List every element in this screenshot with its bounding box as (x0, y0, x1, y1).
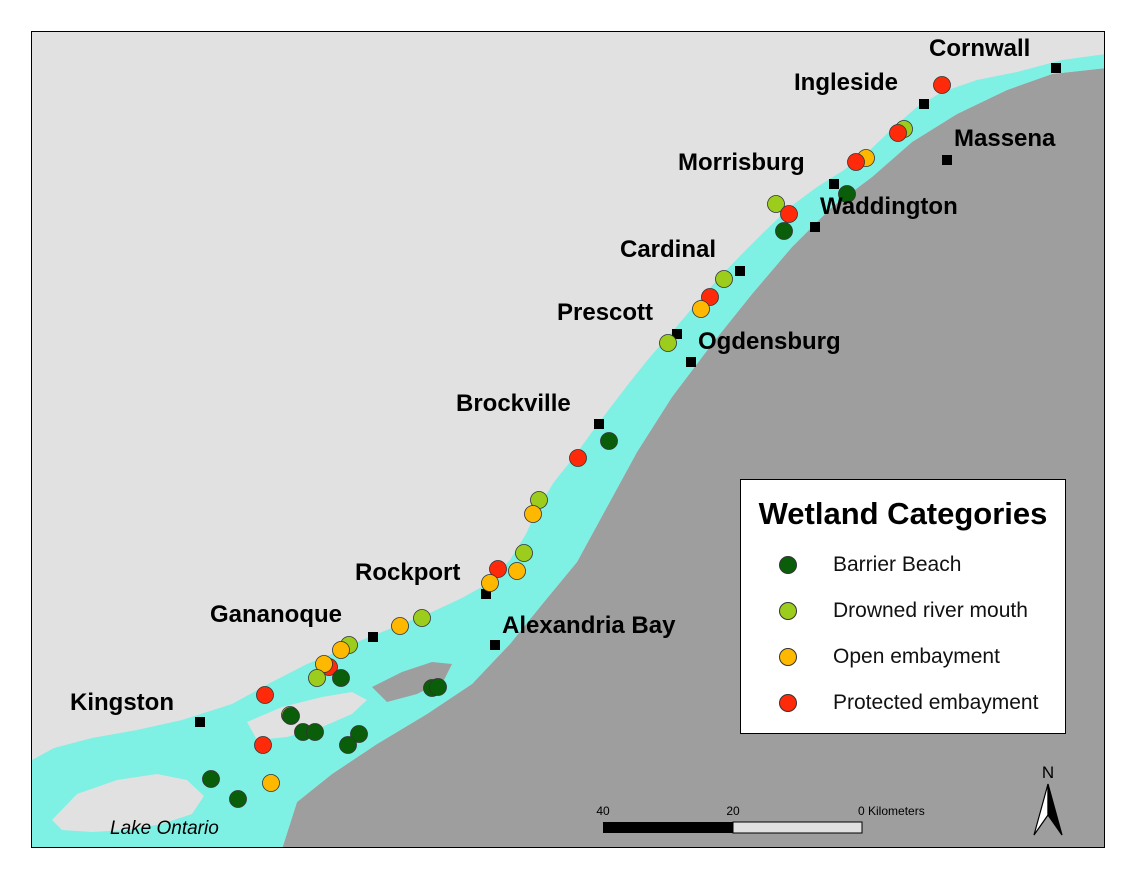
town-label-gananoque: Gananoque (210, 601, 342, 628)
town-marker-alexandria-bay (490, 640, 500, 650)
island-howe (247, 692, 367, 740)
wetland-point-open-embayment (332, 641, 350, 659)
wetland-points (202, 76, 951, 808)
town-label-ingleside: Ingleside (794, 69, 898, 96)
wetland-point-barrier-beach (775, 222, 793, 240)
town-label-alexandria-bay: Alexandria Bay (502, 612, 676, 639)
town-label-kingston: Kingston (70, 689, 174, 716)
wetland-point-barrier-beach (339, 736, 357, 754)
town-marker-massena (942, 155, 952, 165)
island-wolfe (52, 774, 204, 832)
wetland-point-drowned-river-mouth (515, 544, 533, 562)
wetland-point-barrier-beach (838, 185, 856, 203)
town-marker-ogdensburg (686, 357, 696, 367)
town-label-prescott: Prescott (557, 299, 653, 326)
legend-label-drowned-river-mouth: Drowned river mouth (833, 599, 1028, 622)
scale-tick-20: 20 (726, 804, 740, 818)
north-arrow-icon: N (1033, 763, 1063, 836)
legend-swatch-barrier-beach (779, 556, 797, 574)
town-label-ogdensburg: Ogdensburg (698, 328, 841, 355)
legend-label-open-embayment: Open embayment (833, 645, 1000, 668)
legend: Wetland Categories Barrier Beach Drowned… (740, 479, 1066, 734)
island-wellesley (372, 662, 452, 702)
town-marker-cornwall (1051, 63, 1061, 73)
wetland-point-protected-embayment (847, 153, 865, 171)
wetland-point-barrier-beach (202, 770, 220, 788)
lake-ontario-label: Lake Ontario (110, 818, 219, 839)
wetland-point-protected-embayment (256, 686, 274, 704)
town-marker-kingston (195, 717, 205, 727)
legend-title: Wetland Categories (758, 496, 1048, 531)
wetland-point-barrier-beach (282, 707, 300, 725)
legend-swatch-protected-embayment (779, 694, 797, 712)
wetland-point-protected-embayment (933, 76, 951, 94)
legend-swatch-drowned-river-mouth (779, 602, 797, 620)
wetland-point-open-embayment (391, 617, 409, 635)
wetland-point-protected-embayment (569, 449, 587, 467)
wetland-point-protected-embayment (780, 205, 798, 223)
wetland-point-barrier-beach (600, 432, 618, 450)
wetland-point-open-embayment (481, 574, 499, 592)
legend-item-barrier-beach: Barrier Beach (779, 550, 961, 580)
wetland-point-barrier-beach (229, 790, 247, 808)
wetland-point-open-embayment (692, 300, 710, 318)
town-marker-gananoque (368, 632, 378, 642)
wetland-point-open-embayment (508, 562, 526, 580)
town-marker-cardinal (735, 266, 745, 276)
wetland-point-protected-embayment (254, 736, 272, 754)
wetland-point-barrier-beach (306, 723, 324, 741)
scale-bar-light (732, 821, 863, 834)
town-marker-morrisburg (829, 179, 839, 189)
wetland-point-drowned-river-mouth (413, 609, 431, 627)
wetland-point-barrier-beach (332, 669, 350, 687)
north-label: N (1042, 763, 1054, 782)
legend-item-protected-embayment: Protected embayment (779, 688, 1038, 718)
wetland-point-open-embayment (262, 774, 280, 792)
wetland-point-open-embayment (315, 655, 333, 673)
wetland-point-drowned-river-mouth (659, 334, 677, 352)
town-marker-prescott (672, 329, 682, 339)
legend-item-open-embayment: Open embayment (779, 642, 1000, 672)
wetland-point-protected-embayment (701, 288, 719, 306)
town-marker-waddington (810, 222, 820, 232)
wetland-point-barrier-beach (350, 725, 368, 743)
legend-item-drowned-river-mouth: Drowned river mouth (779, 596, 1028, 626)
legend-label-barrier-beach: Barrier Beach (833, 553, 962, 576)
wetland-point-drowned-river-mouth (308, 669, 326, 687)
town-marker-brockville (594, 419, 604, 429)
river-water (32, 54, 1104, 847)
town-label-cardinal: Cardinal (620, 236, 716, 263)
scale-tick-40: 40 (596, 804, 610, 818)
town-label-rockport: Rockport (355, 559, 460, 586)
town-label-massena: Massena (954, 125, 1056, 152)
wetland-point-barrier-beach (429, 678, 447, 696)
map-frame: 40 20 0 Kilometers N Lake Ontario Cornwa… (31, 31, 1105, 848)
scale-tick-0-kilometers: 0 Kilometers (858, 804, 925, 818)
legend-swatch-open-embayment (779, 648, 797, 666)
wetland-point-drowned-river-mouth (715, 270, 733, 288)
legend-label-protected-embayment: Protected embayment (833, 691, 1039, 714)
town-marker-ingleside (919, 99, 929, 109)
town-marker-rockport (481, 589, 491, 599)
town-markers (195, 63, 1061, 727)
town-label-waddington: Waddington (820, 193, 958, 220)
town-label-morrisburg: Morrisburg (678, 149, 805, 176)
wetland-point-open-embayment (524, 505, 542, 523)
wetland-point-drowned-river-mouth (767, 195, 785, 213)
wetland-point-protected-embayment (489, 560, 507, 578)
town-label-brockville: Brockville (456, 390, 571, 417)
town-label-cornwall: Cornwall (929, 35, 1030, 62)
scale-bar-dark (603, 822, 733, 833)
wetland-point-protected-embayment (889, 124, 907, 142)
